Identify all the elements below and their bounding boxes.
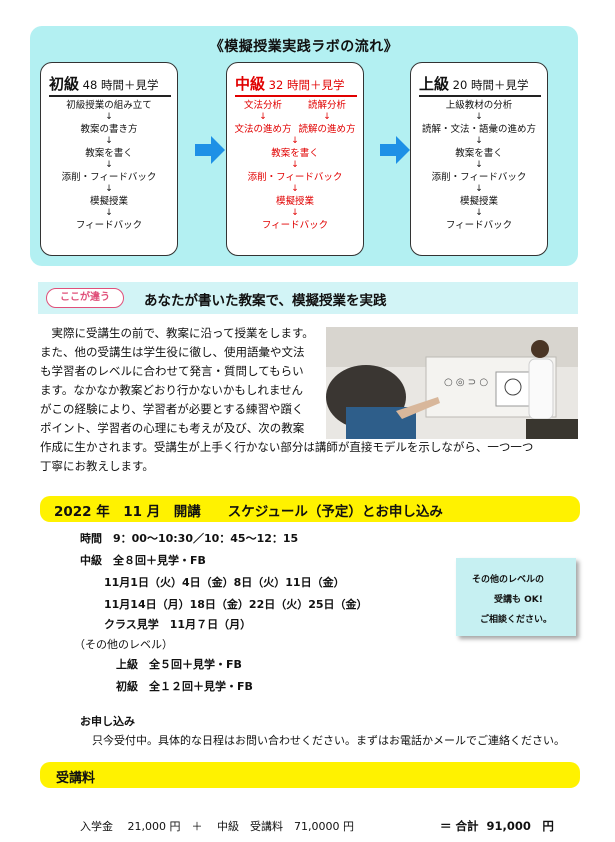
level-name: 初級 (49, 75, 80, 93)
fees-title: 受講料 (56, 771, 96, 786)
flow-step: 教案を書く (455, 148, 503, 159)
right-arrow-icon (380, 136, 410, 164)
level-name: 中級 (235, 75, 266, 93)
flow-title: 《模擬授業実践ラボの流れ》 (209, 39, 399, 55)
flow-step: フィードバック (75, 220, 143, 231)
flow-step: 文法の進め方 (234, 124, 292, 135)
description-line: また、他の受講生は学生役に徹し、使用語彙や文法 (40, 345, 305, 359)
course-flow-panel: 《模擬授業実践ラボの流れ》 初級 48 時間＋見学 初級授業の組み立て ↓ 教案… (30, 26, 578, 266)
flow-step: 初級授業の組み立て (66, 100, 152, 111)
flow-arrow-pair: ↓ ↓ (227, 112, 363, 123)
schedule-class-visit: クラス見学 11月７日（月） (104, 618, 252, 631)
flow-step-pair: 文法分析 読解分析 (227, 99, 363, 112)
difference-badge: ここが違う (46, 288, 124, 308)
difference-banner: ここが違う あなたが書いた教案で、模擬授業を実践 (38, 282, 578, 314)
fees-header: 受講料 (40, 762, 580, 788)
schedule-header: 2022 年 11 月 開講 スケジュール（予定）とお申し込み (40, 496, 580, 522)
schedule-title: 2022 年 11 月 開講 スケジュール（予定）とお申し込み (54, 504, 443, 520)
flow-step: 添削・フィードバック (247, 172, 343, 183)
flow-step: 模擬授業 (459, 196, 498, 207)
down-arrow-icon: ↓ (291, 136, 299, 146)
description-line: も学習者のレベルに合わせて発言・質問してもらい (40, 364, 304, 378)
level-hours: 20 時間＋見学 (452, 78, 529, 92)
description-line: 丁寧にお教えします。 (40, 459, 154, 473)
down-arrow-icon: ↓ (475, 184, 483, 194)
down-arrow-icon: ↓ (475, 136, 483, 146)
level-header-middle: 中級 32 時間＋見学 (235, 73, 357, 97)
down-arrow-icon: ↓ (105, 208, 113, 218)
description-line: 作成に生かされます。受講生が上手く行かない部分は講師が直接モデルを示しながら、一… (40, 440, 534, 454)
schedule-middle: 中級 全８回＋見学・FB (80, 554, 206, 567)
flow-step: 教案を書く (85, 148, 133, 159)
level-header-upper: 上級 20 時間＋見学 (419, 73, 541, 97)
schedule-dates: 11月14日（月）18日（金）22日（火）25日（金） (104, 598, 368, 611)
apply-label: お申し込み (80, 715, 135, 728)
down-arrow-icon: ↓ (259, 112, 267, 122)
other-levels-note: その他のレベルの 受講も OK! ご相談ください。 (456, 558, 576, 636)
level-header-beginner: 初級 48 時間＋見学 (49, 73, 171, 97)
level-box-middle: 中級 32 時間＋見学 文法分析 読解分析 ↓ ↓ 文法の進め方 読解の進め方 … (226, 62, 364, 256)
description-paragraph: 実際に受講生の前で、教案に沿って授業をします。 また、他の受講生は学生役に徹し、… (40, 324, 322, 438)
flow-step: 文法分析 (243, 100, 282, 111)
svg-text:○ ◎ ⊃ ○: ○ ◎ ⊃ ○ (444, 377, 488, 388)
level-box-beginner: 初級 48 時間＋見学 初級授業の組み立て ↓ 教案の書き方 ↓ 教案を書く ↓… (40, 62, 178, 256)
flow-step: 読解の進め方 (298, 124, 356, 135)
down-arrow-icon: ↓ (475, 160, 483, 170)
flow-step: 添削・フィードバック (61, 172, 157, 183)
flow-step-pair: 文法の進め方 読解の進め方 (227, 123, 363, 136)
schedule-beginner: 初級 全１２回＋見学・FB (116, 680, 253, 693)
note-line: その他のレベルの (472, 575, 545, 585)
difference-headline: あなたが書いた教案で、模擬授業を実践 (144, 293, 387, 309)
flow-step: 上級教材の分析 (445, 100, 513, 111)
description-tail: 作成に生かされます。受講生が上手く行かない部分は講師が直接モデルを示しながら、一… (40, 438, 586, 476)
down-arrow-icon: ↓ (291, 184, 299, 194)
flow-step: 模擬授業 (275, 196, 314, 207)
right-arrow-icon (195, 136, 225, 164)
level-hours: 32 時間＋見学 (268, 78, 345, 92)
description-line: ます。なかなか教案どおり行かないかもしれません (40, 383, 304, 397)
description-line: ポイント、学習者の心理にも考えが及び、次の教案 (40, 421, 305, 435)
flow-step: 教案の書き方 (80, 124, 138, 135)
note-line: 受講も OK! (494, 595, 543, 605)
down-arrow-icon: ↓ (291, 208, 299, 218)
note-line: ご相談ください。 (480, 615, 553, 625)
flow-step: 読解・文法・語彙の進め方 (421, 124, 536, 135)
flow-step: フィードバック (445, 220, 513, 231)
flow-step: 教案を書く (271, 148, 319, 159)
description-line: 実際に受講生の前で、教案に沿って授業をします。 (51, 326, 314, 340)
down-arrow-icon: ↓ (105, 184, 113, 194)
fee-total: ＝ 合計 91,000 円 (440, 819, 554, 833)
level-hours: 48 時間＋見学 (82, 78, 159, 92)
schedule-time: 時間 9：00〜10:30／10：45〜12：15 (80, 532, 299, 545)
level-name: 上級 (419, 75, 450, 93)
flow-step: 読解分析 (307, 100, 346, 111)
down-arrow-icon: ↓ (475, 112, 483, 122)
schedule-upper: 上級 全５回＋見学・FB (116, 658, 242, 671)
apply-text: 只今受付中。具体的な日程はお問い合わせください。まずはお電話かメールでご連絡くだ… (92, 734, 565, 747)
fee-breakdown: 入学金 21,000 円 ＋ 中級 受講料 71,0000 円 (80, 820, 354, 833)
level-steps-beginner: 初級授業の組み立て ↓ 教案の書き方 ↓ 教案を書く ↓ 添削・フィードバック … (41, 99, 177, 232)
classroom-photo: ○ ◎ ⊃ ○ (326, 327, 578, 439)
down-arrow-icon: ↓ (105, 136, 113, 146)
flow-step: 模擬授業 (89, 196, 128, 207)
down-arrow-icon: ↓ (323, 112, 331, 122)
down-arrow-icon: ↓ (291, 160, 299, 170)
flow-step: フィードバック (261, 220, 329, 231)
down-arrow-icon: ↓ (105, 112, 113, 122)
flow-step: 添削・フィードバック (431, 172, 527, 183)
down-arrow-icon: ↓ (475, 208, 483, 218)
level-box-upper: 上級 20 時間＋見学 上級教材の分析 ↓ 読解・文法・語彙の進め方 ↓ 教案を… (410, 62, 548, 256)
level-steps-middle: 文法分析 読解分析 ↓ ↓ 文法の進め方 読解の進め方 ↓ 教案を書く ↓ 添削… (227, 99, 363, 232)
down-arrow-icon: ↓ (105, 160, 113, 170)
schedule-other-levels: （その他のレベル） (74, 638, 173, 651)
schedule-dates: 11月1日（火）4日（金）8日（火）11日（金） (104, 576, 345, 589)
level-steps-upper: 上級教材の分析 ↓ 読解・文法・語彙の進め方 ↓ 教案を書く ↓ 添削・フィード… (411, 99, 547, 232)
description-line: がこの経験により、学習者が必要とする練習や躓く (40, 402, 304, 416)
